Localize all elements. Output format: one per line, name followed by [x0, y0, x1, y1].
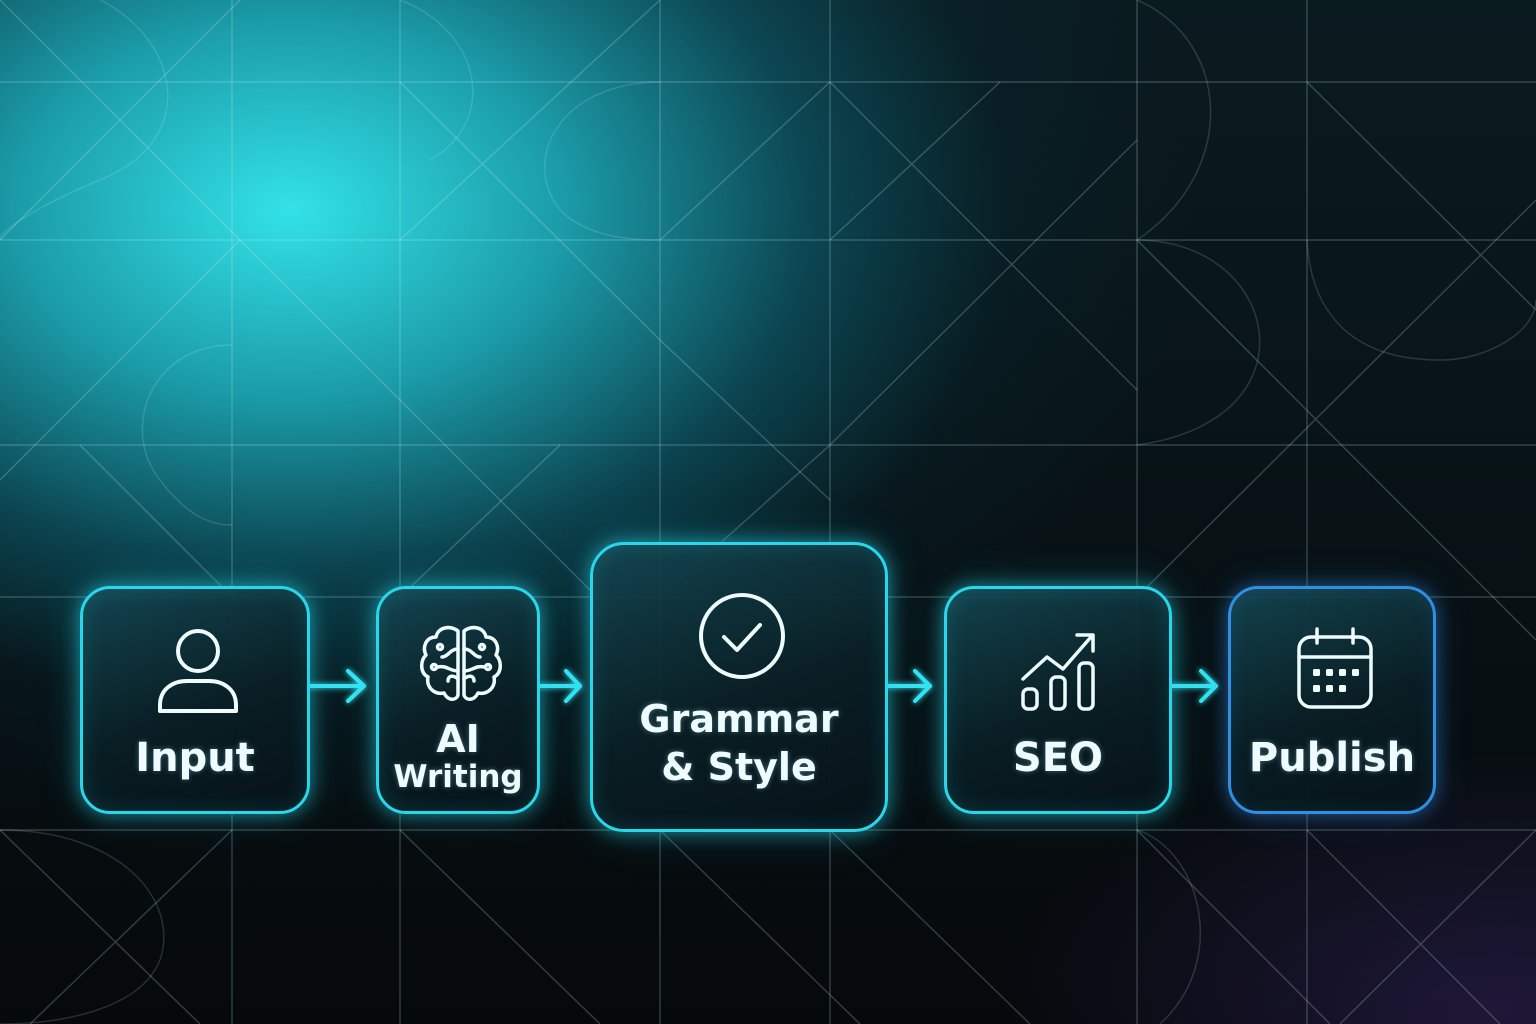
- step-grammar-style[interactable]: Grammar & Style: [590, 542, 888, 832]
- step-seo[interactable]: SEO: [944, 586, 1172, 814]
- calendar-icon: [1297, 627, 1373, 709]
- arrow-right-icon: [538, 669, 582, 703]
- brain-icon: [420, 625, 502, 701]
- step-label-line2: Writing: [393, 759, 523, 795]
- check-circle-icon: [699, 593, 785, 679]
- arrow-right-icon: [308, 669, 366, 703]
- user-icon: [158, 629, 238, 713]
- step-label: Publish: [1248, 735, 1416, 781]
- arrow-right-icon: [886, 669, 932, 703]
- step-label-line2: & Style: [661, 745, 817, 789]
- arrow-right-icon: [1170, 669, 1218, 703]
- step-input[interactable]: Input: [80, 586, 310, 814]
- step-publish[interactable]: Publish: [1228, 586, 1436, 814]
- growth-chart-icon: [1021, 633, 1095, 711]
- step-label-line1: AI: [436, 717, 480, 761]
- step-label: SEO: [1012, 735, 1104, 781]
- step-label: Input: [135, 735, 255, 781]
- step-ai-writing[interactable]: AI Writing: [376, 586, 540, 814]
- step-label-line1: Grammar: [639, 697, 839, 741]
